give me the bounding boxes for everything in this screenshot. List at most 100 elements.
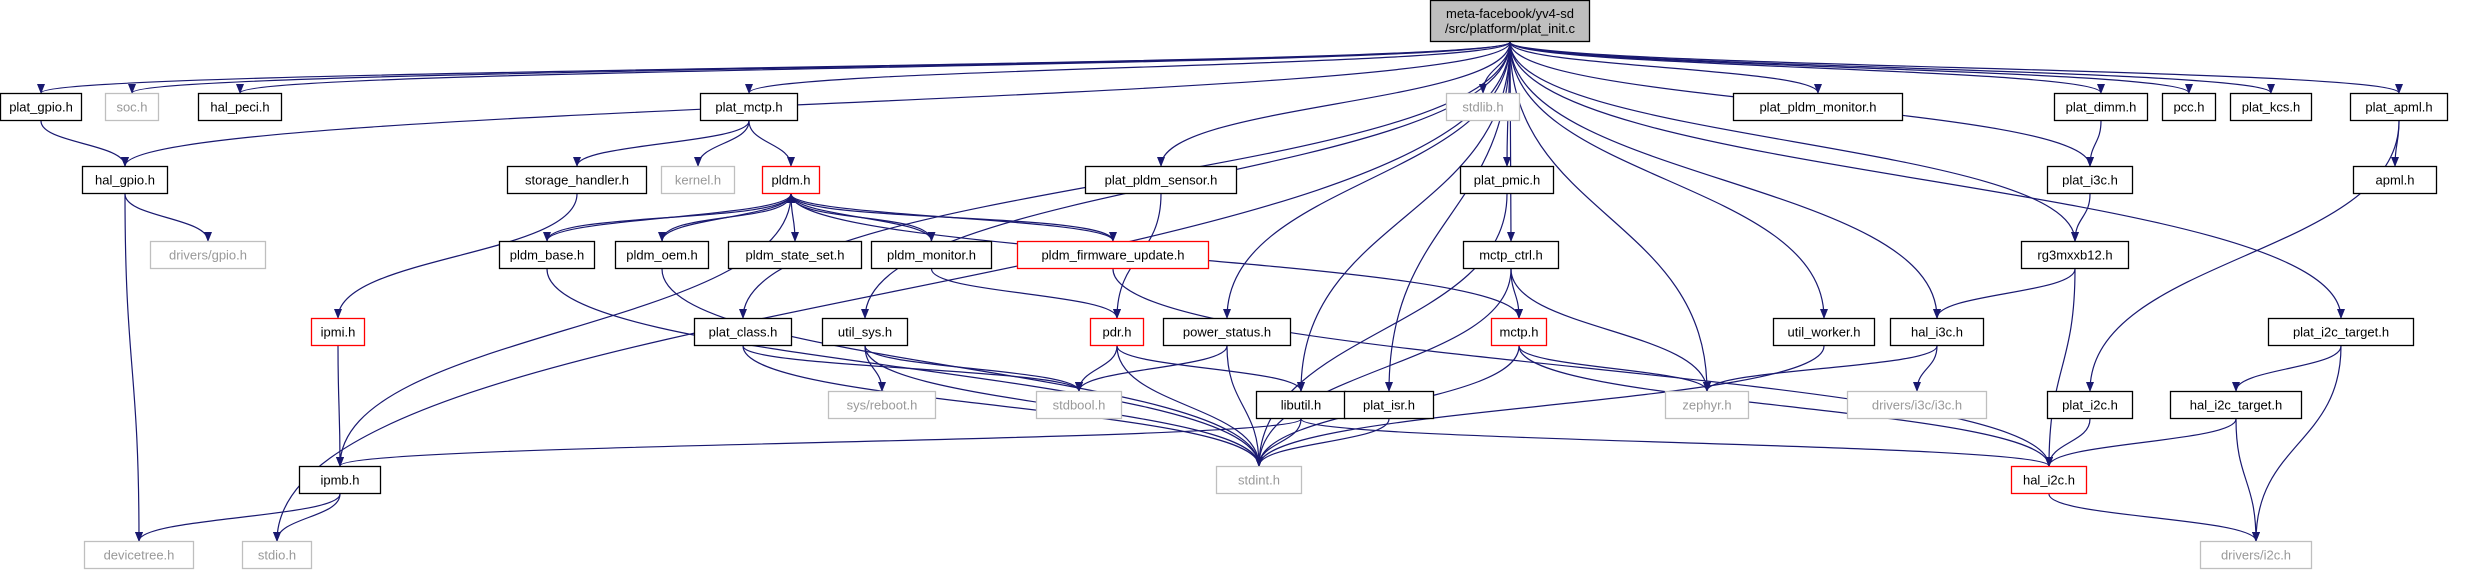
node-box bbox=[1016, 240, 1210, 270]
node-label: hal_i2c.h bbox=[2023, 473, 2075, 488]
node-label: /src/platform/plat_init.c bbox=[1445, 21, 1576, 36]
node-libutil[interactable]: libutil.h bbox=[1255, 390, 1347, 420]
node-plat-kcs[interactable]: plat_kcs.h bbox=[2229, 92, 2313, 122]
edge-power_status-to-stdbool bbox=[1075, 345, 1228, 392]
edge-root-to-stdio bbox=[273, 41, 1511, 542]
edge-plat_dimm-to-plat_i3c bbox=[2086, 120, 2102, 167]
node-plat-mctp[interactable]: plat_mctp.h bbox=[699, 92, 799, 122]
node-plat-pmic[interactable]: plat_pmic.h bbox=[1459, 165, 1555, 195]
node-label: mctp_ctrl.h bbox=[1479, 248, 1543, 263]
node-util-worker[interactable]: util_worker.h bbox=[1772, 317, 1876, 347]
node-box bbox=[2352, 165, 2438, 195]
edge-mctp-to-hal_i2c bbox=[1518, 345, 2053, 467]
node-label: plat_i3c.h bbox=[2062, 173, 2118, 188]
node-label: pdr.h bbox=[1103, 325, 1132, 340]
node-pldm-monitor[interactable]: pldm_monitor.h bbox=[870, 240, 993, 270]
node-label: stdbool.h bbox=[1053, 398, 1106, 413]
edge-ipmi-to-ipmb bbox=[335, 345, 344, 467]
edge-pldm_monitor-to-pldm bbox=[787, 193, 933, 242]
node-box bbox=[2053, 92, 2149, 122]
edge-root-to-plat_i2c_target bbox=[1509, 41, 2345, 319]
node-pldm-base[interactable]: pldm_base.h bbox=[498, 240, 596, 270]
edge-rg3mxxb12-to-hal_i2c bbox=[2045, 268, 2076, 467]
edge-root-to-hal_peci bbox=[236, 41, 1511, 94]
node-box bbox=[2229, 92, 2313, 122]
node-sys-reboot: sys/reboot.h bbox=[827, 390, 937, 420]
node-label: plat_apml.h bbox=[2365, 100, 2432, 115]
node-label: stdio.h bbox=[258, 548, 296, 563]
node-box bbox=[1462, 240, 1560, 270]
node-plat-i2c-target[interactable]: plat_i2c_target.h bbox=[2267, 317, 2415, 347]
node-label: drivers/gpio.h bbox=[169, 248, 247, 263]
node-plat-apml[interactable]: plat_apml.h bbox=[2349, 92, 2449, 122]
node-label: plat_i2c_target.h bbox=[2293, 325, 2389, 340]
node-plat-gpio[interactable]: plat_gpio.h bbox=[0, 92, 83, 122]
node-pldm-oem[interactable]: pldm_oem.h bbox=[614, 240, 710, 270]
node-box bbox=[1035, 390, 1123, 420]
node-pdr[interactable]: pdr.h bbox=[1089, 317, 1145, 347]
node-plat-isr[interactable]: plat_isr.h bbox=[1343, 390, 1435, 420]
node-pldm[interactable]: pldm.h bbox=[761, 165, 821, 195]
node-pldm-state-set[interactable]: pldm_state_set.h bbox=[727, 240, 863, 270]
node-label: hal_i2c_target.h bbox=[2190, 398, 2283, 413]
node-label: storage_handler.h bbox=[525, 173, 629, 188]
node-hal-i2c-target[interactable]: hal_i2c_target.h bbox=[2169, 390, 2303, 420]
node-ipmi[interactable]: ipmi.h bbox=[310, 317, 366, 347]
node-label: util_sys.h bbox=[838, 325, 892, 340]
node-soc: soc.h bbox=[104, 92, 160, 122]
node-label: stdint.h bbox=[1238, 473, 1280, 488]
node-hal-i2c[interactable]: hal_i2c.h bbox=[2010, 465, 2088, 495]
node-label: hal_i3c.h bbox=[1911, 325, 1963, 340]
node-plat-dimm[interactable]: plat_dimm.h bbox=[2053, 92, 2149, 122]
node-rg3mxxb12[interactable]: rg3mxxb12.h bbox=[2020, 240, 2130, 270]
node-label: sys/reboot.h bbox=[847, 398, 918, 413]
node-label: pldm_monitor.h bbox=[887, 248, 976, 263]
node-kernel: kernel.h bbox=[660, 165, 736, 195]
node-box bbox=[660, 165, 736, 195]
node-plat-pldm-sensor[interactable]: plat_pldm_sensor.h bbox=[1084, 165, 1238, 195]
node-devicetree: devicetree.h bbox=[83, 540, 195, 570]
node-box bbox=[693, 317, 793, 347]
node-box bbox=[0, 92, 83, 122]
node-util-sys[interactable]: util_sys.h bbox=[821, 317, 909, 347]
node-box bbox=[1343, 390, 1435, 420]
node-box bbox=[104, 92, 160, 122]
edge-root-to-pcc bbox=[1509, 41, 2193, 94]
node-hal-i3c[interactable]: hal_i3c.h bbox=[1889, 317, 1985, 347]
edge-storage_handler-to-ipmi bbox=[334, 193, 578, 319]
node-hal-peci[interactable]: hal_peci.h bbox=[197, 92, 283, 122]
edge-root-to-util_worker bbox=[1509, 41, 1828, 319]
edge-plat_mctp-to-pldm bbox=[748, 120, 795, 167]
node-hal-gpio[interactable]: hal_gpio.h bbox=[81, 165, 169, 195]
node-mctp-ctrl[interactable]: mctp_ctrl.h bbox=[1462, 240, 1560, 270]
node-box bbox=[241, 540, 313, 570]
edge-root-to-plat_dimm bbox=[1509, 41, 2105, 94]
edge-plat_class-to-stdint bbox=[742, 345, 1263, 467]
node-power-status[interactable]: power_status.h bbox=[1162, 317, 1292, 347]
node-plat-i3c[interactable]: plat_i3c.h bbox=[2046, 165, 2134, 195]
node-box bbox=[2046, 165, 2134, 195]
node-plat-class[interactable]: plat_class.h bbox=[693, 317, 793, 347]
node-ipmb[interactable]: ipmb.h bbox=[298, 465, 382, 495]
node-pldm-firmware-update[interactable]: pldm_firmware_update.h bbox=[1016, 240, 1210, 270]
node-plat-pldm-monitor[interactable]: plat_pldm_monitor.h bbox=[1732, 92, 1904, 122]
node-box bbox=[1215, 465, 1303, 495]
edge-root-to-power_status bbox=[1223, 41, 1511, 319]
node-stdio: stdio.h bbox=[241, 540, 313, 570]
node-mctp[interactable]: mctp.h bbox=[1490, 317, 1548, 347]
node-root[interactable]: meta-facebook/yv4-sd/src/platform/plat_i… bbox=[1429, 0, 1591, 43]
node-plat-i2c[interactable]: plat_i2c.h bbox=[2046, 390, 2134, 420]
node-box bbox=[83, 540, 195, 570]
edge-hal_gpio-to-devicetree bbox=[124, 193, 143, 542]
node-box bbox=[1732, 92, 1904, 122]
node-box bbox=[506, 165, 648, 195]
edge-plat_mctp-to-kernel bbox=[694, 120, 750, 167]
edge-hal_i2c_target-to-hal_i2c bbox=[2045, 418, 2237, 467]
node-pcc[interactable]: pcc.h bbox=[2161, 92, 2217, 122]
edge-plat_gpio-to-hal_gpio bbox=[40, 120, 129, 167]
node-storage-handler[interactable]: storage_handler.h bbox=[506, 165, 648, 195]
node-apml[interactable]: apml.h bbox=[2352, 165, 2438, 195]
edge-hal_i2c_target-to-drivers_i2c bbox=[2235, 418, 2260, 542]
node-box bbox=[2046, 390, 2134, 420]
